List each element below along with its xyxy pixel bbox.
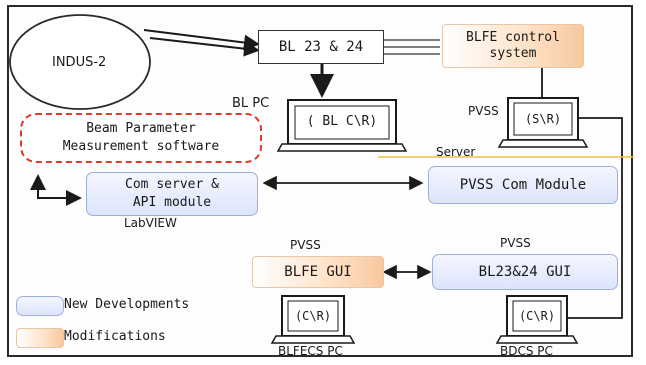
- server-label: Server: [436, 145, 476, 159]
- beam-to-com-arrow: [30, 174, 82, 206]
- legend-new-swatch: [16, 296, 64, 316]
- indus-to-bl-arrow-2: [149, 37, 260, 57]
- pvss-top-label: PVSS: [468, 104, 499, 118]
- blfe-control-box: BLFE control system: [442, 24, 584, 68]
- blpc-monitor: [276, 99, 408, 152]
- bdcs-screen-text: (C\R): [518, 309, 556, 323]
- blfe-gui-box: BLFE GUI: [252, 256, 384, 288]
- bl-gui-box: BL23&24 GUI: [432, 254, 618, 290]
- indus-ellipse: [9, 14, 151, 110]
- legend-new-label: New Developments: [64, 297, 190, 312]
- bdcs-pc-label: BDCS PC: [500, 344, 553, 358]
- bl-23-24-box: BL 23 & 24: [258, 30, 384, 64]
- labview-label: LabVIEW: [124, 216, 177, 230]
- legend-mod-label: Modifications: [64, 329, 166, 344]
- bl-pc-label: BL PC: [232, 96, 270, 111]
- indus-label: INDUS-2: [52, 55, 107, 70]
- indus-to-bl-arrow-1: [143, 29, 260, 51]
- pvss-right-label: PVSS: [500, 236, 531, 250]
- bdcs-monitor: [495, 295, 579, 344]
- pvss-com-module-box: PVSS Com Module: [428, 166, 618, 204]
- com-server-box: Com server & API module: [86, 172, 258, 216]
- pvss-left-label: PVSS: [290, 238, 321, 252]
- legend-mod-swatch: [16, 328, 64, 348]
- sr-screen-text: (S\R): [524, 112, 562, 126]
- bl-pc-screen-text: ( BL C\R): [306, 114, 378, 129]
- blfecs-pc-label: BLFECS PC: [278, 344, 343, 358]
- sr-monitor: [497, 97, 589, 148]
- sr-to-bdcs-line: [567, 117, 623, 319]
- blfecs-monitor: [270, 295, 356, 344]
- beam-parameter-box: Beam Parameter Measurement software: [20, 113, 262, 163]
- blfecs-screen-text: (C\R): [294, 309, 332, 323]
